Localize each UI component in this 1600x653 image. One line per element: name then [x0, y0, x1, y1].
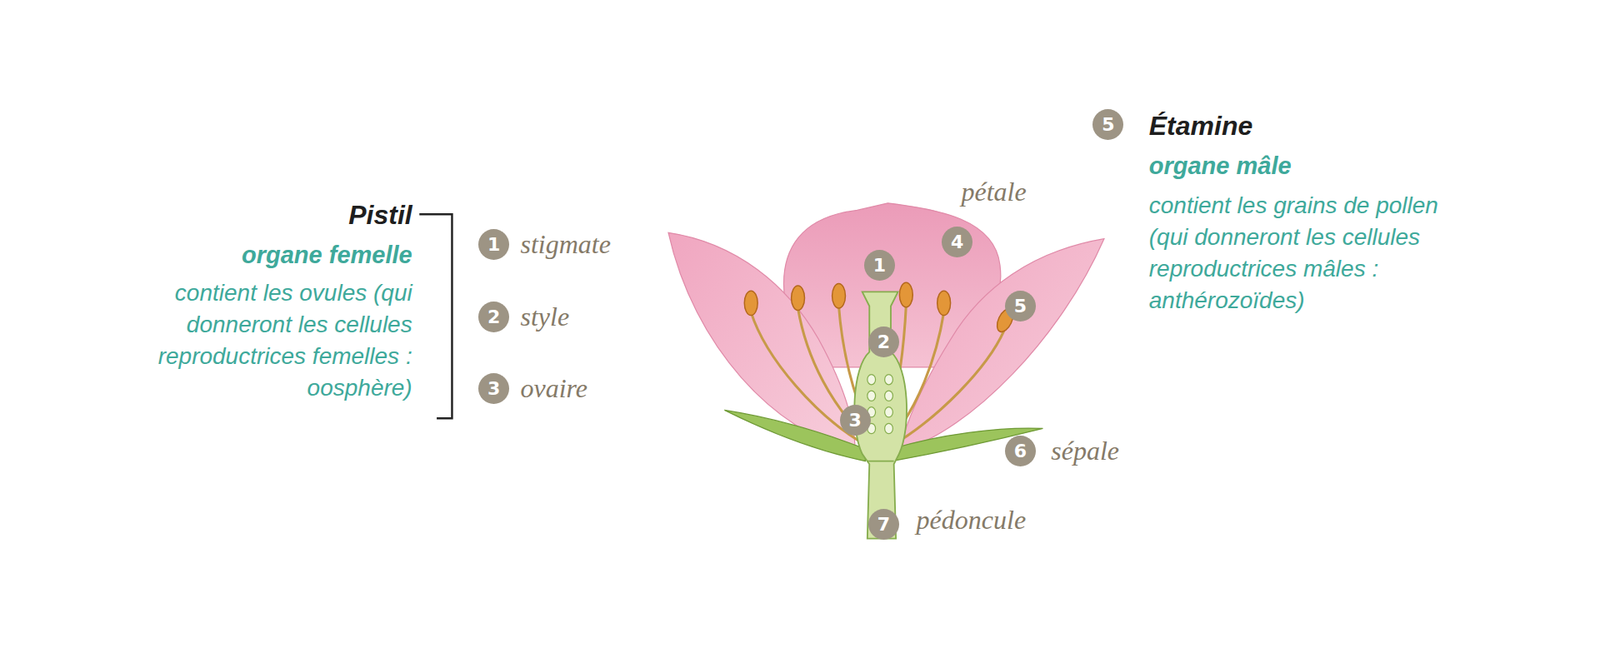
callout-number: 3	[478, 373, 510, 405]
callout-number: 1	[478, 229, 510, 260]
part-label: sépale	[1050, 435, 1120, 467]
part-label: ovaire	[520, 373, 588, 405]
callout-number: 6	[1005, 435, 1036, 467]
callout-number: 5	[1092, 109, 1124, 140]
callout-number: 5	[1005, 290, 1036, 322]
callout-number: 1	[864, 250, 895, 281]
organ-subtitle: organe femelle	[241, 241, 413, 270]
organ-heading: Étamine	[1149, 110, 1253, 142]
organ-subtitle: organe mâle	[1149, 152, 1292, 180]
callout-number: 3	[840, 405, 871, 436]
part-label: style	[520, 301, 570, 333]
callout-number: 2	[478, 301, 510, 333]
callout-number: 4	[941, 226, 973, 258]
organ-heading: Pistil	[348, 200, 412, 231]
organ-description: contient les ovules (qui donneront les c…	[133, 277, 413, 405]
receptacle-line	[867, 460, 895, 463]
part-label: stigmate	[520, 229, 610, 260]
part-label: pétale	[960, 176, 1026, 208]
organ-description: contient les grains de pollen (qui donne…	[1149, 190, 1466, 317]
callout-number: 2	[868, 326, 900, 358]
ovules	[867, 375, 894, 435]
part-label: pédoncule	[916, 505, 1027, 536]
callout-number: 7	[868, 509, 900, 540]
pistil-bracket	[419, 214, 452, 419]
